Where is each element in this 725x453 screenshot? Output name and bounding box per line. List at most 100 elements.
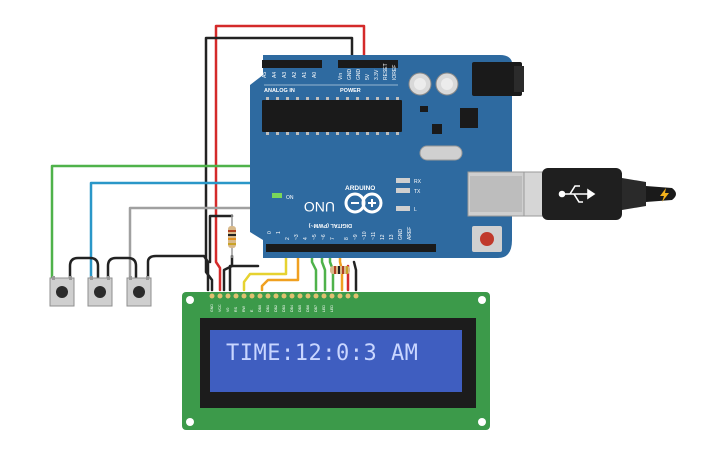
wire-orange-e[interactable] — [260, 238, 300, 292]
wire-black-resistor[interactable] — [208, 214, 234, 264]
brand-label: ARDUINO — [345, 185, 375, 192]
l-label: L — [414, 207, 417, 213]
digital-pin-1: 1 — [276, 231, 282, 234]
digital-header-label: DIGITAL (PWM~) — [308, 222, 352, 228]
lcd-display-text: TIME:12:0:3 AM — [226, 341, 418, 366]
lcd-screen — [210, 330, 462, 392]
smd-part-1 — [420, 106, 428, 112]
lcd-pin-led-k: LED — [330, 305, 334, 312]
wires — [50, 24, 366, 292]
l-led — [396, 206, 410, 211]
wire-black-resistor-2[interactable] — [222, 254, 234, 292]
usb-icon — [558, 185, 596, 203]
usb-cable[interactable] — [523, 168, 676, 220]
lcd-pin-db2: DB2 — [274, 305, 278, 312]
lcd-pin-rs: RS — [234, 306, 238, 312]
analog-header — [262, 60, 322, 68]
lcd-pin-db4: DB4 — [290, 305, 294, 312]
capacitor-1-top — [414, 78, 426, 90]
lcd-module[interactable]: GND VCC V0 RS RW E DB0 DB1 DB2 DB3 DB4 D… — [182, 292, 490, 430]
lightning-icon — [660, 188, 669, 202]
usb-cable-cord — [646, 186, 676, 202]
power-pin-vin: Vin — [338, 73, 344, 80]
wire-black-led[interactable] — [352, 260, 358, 292]
wire-black-rw[interactable] — [228, 264, 260, 292]
usb-strain-relief — [622, 178, 646, 210]
power-pin-reset: RESET — [383, 63, 389, 80]
pulldown-resistor[interactable] — [228, 214, 236, 258]
arduino-logo — [344, 192, 383, 214]
digital-pin-13: 13 — [389, 234, 395, 240]
analog-pin-a1: A1 — [302, 72, 308, 78]
analog-header-label: ANALOG IN — [264, 88, 295, 94]
usb-connector-inner — [470, 176, 522, 212]
rx-label: RX — [414, 179, 422, 185]
power-jack — [472, 62, 522, 96]
lcd-pin-e: E — [250, 309, 254, 312]
wire-red-5v[interactable] — [214, 24, 366, 292]
arduino-uno-board[interactable]: A5 A4 A3 A2 A1 A0 ANALOG IN Vin GND GND … — [250, 55, 525, 258]
lcd-pin-db0: DB0 — [258, 305, 262, 312]
analog-pin-a5: A5 — [262, 72, 268, 78]
digital-pin-10: ~10 — [362, 231, 368, 240]
digital-pin-labels: 0 1 2 ~3 4 ~5 ~6 7 8 ~9 ~10 ~11 12 13 GN… — [267, 227, 413, 240]
lcd-pin-pads — [209, 293, 359, 299]
push-button-3[interactable] — [126, 276, 152, 307]
lcd-mount-hole-tr — [478, 296, 486, 304]
digital-pin-12: 12 — [380, 234, 386, 240]
analog-pin-labels: A5 A4 A3 A2 A1 A0 — [262, 72, 318, 78]
backlight-resistor[interactable] — [330, 266, 350, 274]
power-header-label: POWER — [340, 88, 361, 94]
lcd-mount-hole-bl — [186, 418, 194, 426]
lcd-pin-db7: DB7 — [314, 305, 318, 312]
power-jack-front — [514, 66, 524, 92]
wire-blue-button-2[interactable] — [89, 181, 264, 280]
lcd-pin-vcc: VCC — [218, 304, 222, 312]
voltage-regulator — [460, 108, 478, 128]
model-label: UNO — [304, 199, 335, 215]
lcd-pin-db6: DB6 — [306, 305, 310, 312]
push-button-2[interactable] — [87, 276, 113, 307]
usb-plug — [523, 171, 545, 217]
power-pin-labels: Vin GND GND 5V 3.3V RESET IOREF — [338, 63, 398, 80]
wire-yellow-rs[interactable] — [242, 238, 288, 292]
on-led — [272, 193, 282, 198]
digital-header — [266, 244, 436, 252]
analog-pin-a4: A4 — [272, 72, 278, 78]
digital-pin-8: 8 — [344, 237, 350, 240]
lcd-mount-hole-tl — [186, 296, 194, 304]
lcd-pin-db1: DB1 — [266, 305, 270, 312]
lcd-pin-led-a: LED — [322, 305, 326, 312]
power-pin-3v3: 3.3V — [374, 69, 380, 80]
power-pin-ioref: IOREF — [392, 65, 398, 80]
capacitor-2-top — [441, 78, 453, 90]
digital-pin-2: 2 — [285, 237, 291, 240]
chip-legs — [266, 97, 399, 135]
power-pin-gnd-1: GND — [347, 69, 353, 81]
digital-pin-5: ~5 — [312, 234, 318, 240]
lcd-pin-db5: DB5 — [298, 305, 302, 312]
lcd-pin-v0: V0 — [226, 308, 230, 312]
lcd-pin-labels: GND VCC V0 RS RW E DB0 DB1 DB2 DB3 DB4 D… — [210, 304, 334, 312]
wire-black-gnd[interactable] — [204, 36, 354, 292]
lcd-pin-gnd: GND — [210, 304, 214, 312]
analog-pin-a2: A2 — [292, 72, 298, 78]
on-label: ON — [286, 195, 294, 201]
digital-pin-aref: AREF — [407, 227, 413, 240]
digital-pin-9: ~9 — [353, 234, 359, 240]
power-pin-5v: 5V — [365, 73, 371, 80]
digital-pin-0: 0 — [267, 231, 273, 234]
atmega-chip — [262, 100, 402, 132]
analog-pin-a3: A3 — [282, 72, 288, 78]
push-button-1[interactable] — [49, 276, 75, 307]
power-pin-gnd-2: GND — [356, 69, 362, 81]
wire-gray-button-3[interactable] — [128, 206, 270, 280]
digital-pin-4: 4 — [303, 237, 309, 240]
reset-button-cap[interactable] — [480, 232, 494, 246]
lcd-pin-rw: RW — [242, 305, 246, 312]
rx-led — [396, 178, 410, 183]
wire-black-buttons-gnd[interactable] — [68, 254, 210, 292]
analog-pin-a0: A0 — [312, 72, 318, 78]
crystal — [419, 145, 463, 161]
